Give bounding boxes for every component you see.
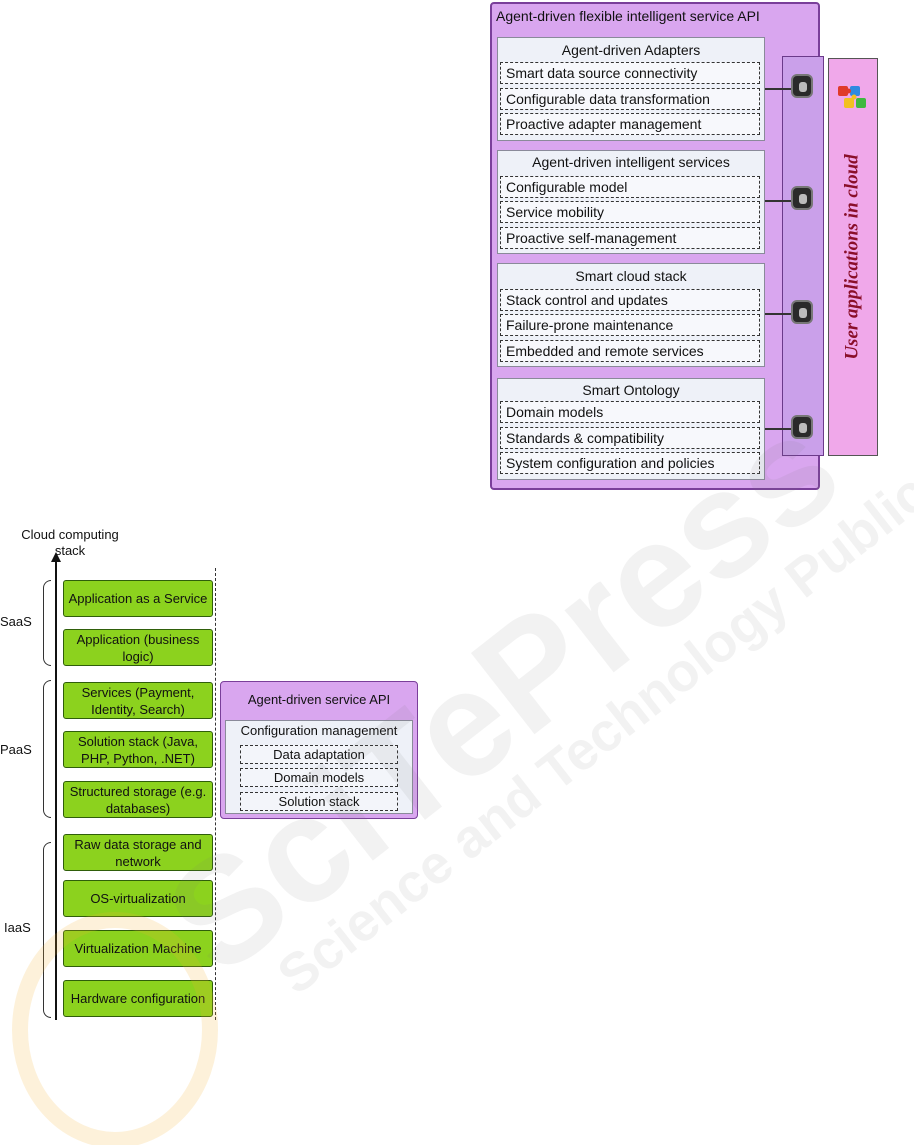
layer-box: Raw data storage and network [63,834,213,871]
group-title: Agent-driven intelligent services [532,154,730,170]
group-item: Proactive adapter management [500,113,760,135]
axis-label: Cloud computing stack [21,527,119,558]
boundary-dashed-line [215,568,216,1020]
layer-label: Application as a Service [68,591,208,606]
service-api-item: Solution stack [240,792,398,811]
layer-box: Hardware configuration [63,980,213,1017]
layer-label: Raw data storage and network [74,836,202,869]
group-item: Embedded and remote services [500,340,760,362]
user-apps-label: User applications in cloud [828,58,878,456]
layer-label: OS-virtualization [90,891,186,906]
connector-line [765,200,791,202]
layer-label: Structured storage (e.g. databases) [69,783,207,816]
category-label-iaas: IaaS [4,920,31,935]
axis-arrowhead [51,552,61,562]
group-item: Domain models [500,401,760,423]
layer-box: OS-virtualization [63,880,213,917]
group-item: Failure-prone maintenance [500,314,760,336]
paas-brace [43,680,51,818]
group-item: Configurable model [500,176,760,198]
service-api-item: Data adaptation [240,745,398,764]
user-apps-text: User applications in cloud [842,154,864,360]
api-diagram-title: Agent-driven flexible intelligent servic… [496,8,760,24]
group-title: Smart Ontology [582,382,680,398]
connector-line [765,428,791,430]
plug-icon [791,415,813,439]
group-title: Agent-driven Adapters [561,42,701,58]
service-api-title: Agent-driven service API [247,692,391,707]
connector-line [765,313,791,315]
group-item: Configurable data transformation [500,88,760,110]
plug-icon [791,186,813,210]
stack-axis [55,558,57,1020]
layer-box: Virtualization Machine [63,930,213,967]
puzzle-icon [838,86,866,108]
group-item: Proactive self-management [500,227,760,249]
integration-bus [782,56,824,456]
group-title: Smart cloud stack [575,268,687,284]
layer-label: Solution stack (Java, PHP, Python, .NET) [78,733,198,766]
saas-brace [43,580,51,666]
connector-line [765,88,791,90]
category-label-saas: SaaS [0,614,32,629]
configuration-management-title: Configuration management [240,723,398,738]
layer-box: Services (Payment, Identity, Search) [63,682,213,719]
category-label-paas: PaaS [0,742,32,757]
layer-box: Structured storage (e.g. databases) [63,781,213,818]
layer-box: Application (business logic) [63,629,213,666]
plug-icon [791,74,813,98]
user-apps-panel [828,58,878,456]
group-item: System configuration and policies [500,452,760,474]
plug-icon [791,300,813,324]
layer-box: Application as a Service [63,580,213,617]
layer-label: Services (Payment, Identity, Search) [81,684,195,717]
group-item: Standards & compatibility [500,427,760,449]
layer-box: Solution stack (Java, PHP, Python, .NET) [63,731,213,768]
layer-label: Virtualization Machine [74,941,202,956]
service-api-item: Domain models [240,768,398,787]
layer-label: Application (business logic) [76,631,200,664]
group-item: Smart data source connectivity [500,62,760,84]
iaas-brace [43,842,51,1018]
group-item: Service mobility [500,201,760,223]
layer-label: Hardware configuration [70,991,206,1006]
group-item: Stack control and updates [500,289,760,311]
